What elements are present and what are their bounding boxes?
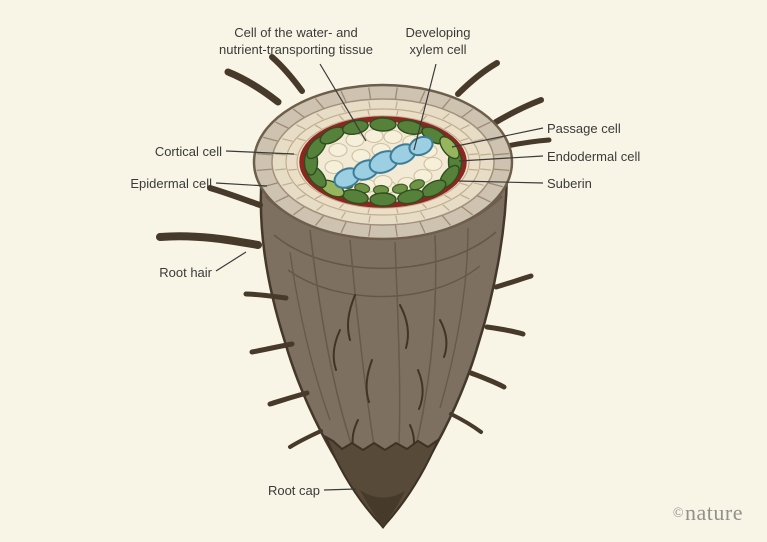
cortical-cells-inner: [288, 110, 478, 214]
label-transport-tissue: Cell of the water- and nutrient-transpor…: [219, 25, 373, 57]
leader-cortical-cell: [225, 150, 295, 155]
leader-passage-cell: [451, 127, 544, 148]
xylem-cells: [333, 135, 434, 189]
cross-section: [252, 83, 514, 241]
root-hairs-top: [224, 54, 544, 125]
label-passage-cell: Passage cell: [547, 121, 621, 136]
leader-epidermal-cell: [215, 182, 268, 187]
nature-watermark: ©nature: [673, 500, 743, 526]
root-hair-icon: [365, 359, 373, 403]
xylem-cell: [408, 135, 434, 157]
root-hair-icon: [269, 54, 305, 94]
leader-lines: [215, 63, 544, 491]
root-hair-icon: [346, 294, 356, 341]
root-hair-icon: [288, 429, 323, 449]
root-hair-icon: [224, 68, 282, 106]
leader-root-cap: [323, 488, 357, 491]
nature-logo-text: nature: [685, 500, 743, 525]
root-hair-icon: [455, 60, 500, 97]
label-cortical-cell: Cortical cell: [154, 144, 222, 159]
label-suberin: Suberin: [547, 176, 592, 191]
label-epidermal-cell: Epidermal cell: [130, 176, 212, 191]
root-hair-icon: [493, 273, 534, 290]
root-hairs-side: [156, 137, 552, 449]
root-hair-icon: [484, 324, 526, 337]
root-cap-tip: [360, 490, 405, 527]
root-hair-icon: [449, 412, 483, 434]
cortical-cells-outer: [274, 101, 492, 223]
root-hair-icon: [156, 232, 262, 249]
leader-transport-tissue: [319, 63, 367, 142]
label-root-cap: Root cap: [267, 483, 320, 498]
root-hair-icon: [399, 304, 409, 349]
root-hair-icon: [439, 319, 448, 358]
leader-endodermal-cell: [458, 155, 544, 162]
root-hair-icon: [504, 137, 552, 149]
root-hair-icon: [468, 370, 507, 390]
root-hair-icon: [332, 329, 341, 371]
leader-developing-xylem: [413, 63, 437, 151]
label-root-hair: Root hair: [159, 265, 212, 280]
root-hair-icon: [249, 341, 295, 355]
epidermal-cells: [256, 87, 510, 237]
root-hair-icon: [417, 369, 424, 410]
root-hair-icon: [267, 390, 310, 407]
leader-suberin: [457, 180, 544, 184]
copyright-icon: ©: [672, 506, 685, 521]
root-hair-icon: [207, 185, 263, 208]
label-developing-xylem: Developing xylem cell: [405, 25, 471, 57]
label-endodermal-cell: Endodermal cell: [547, 149, 641, 164]
leader-root-hair: [215, 251, 247, 272]
endodermal-cells: [303, 117, 463, 207]
root-hair-icon: [243, 291, 289, 301]
root-cap: [324, 434, 441, 529]
root-hair-icon: [493, 97, 544, 125]
